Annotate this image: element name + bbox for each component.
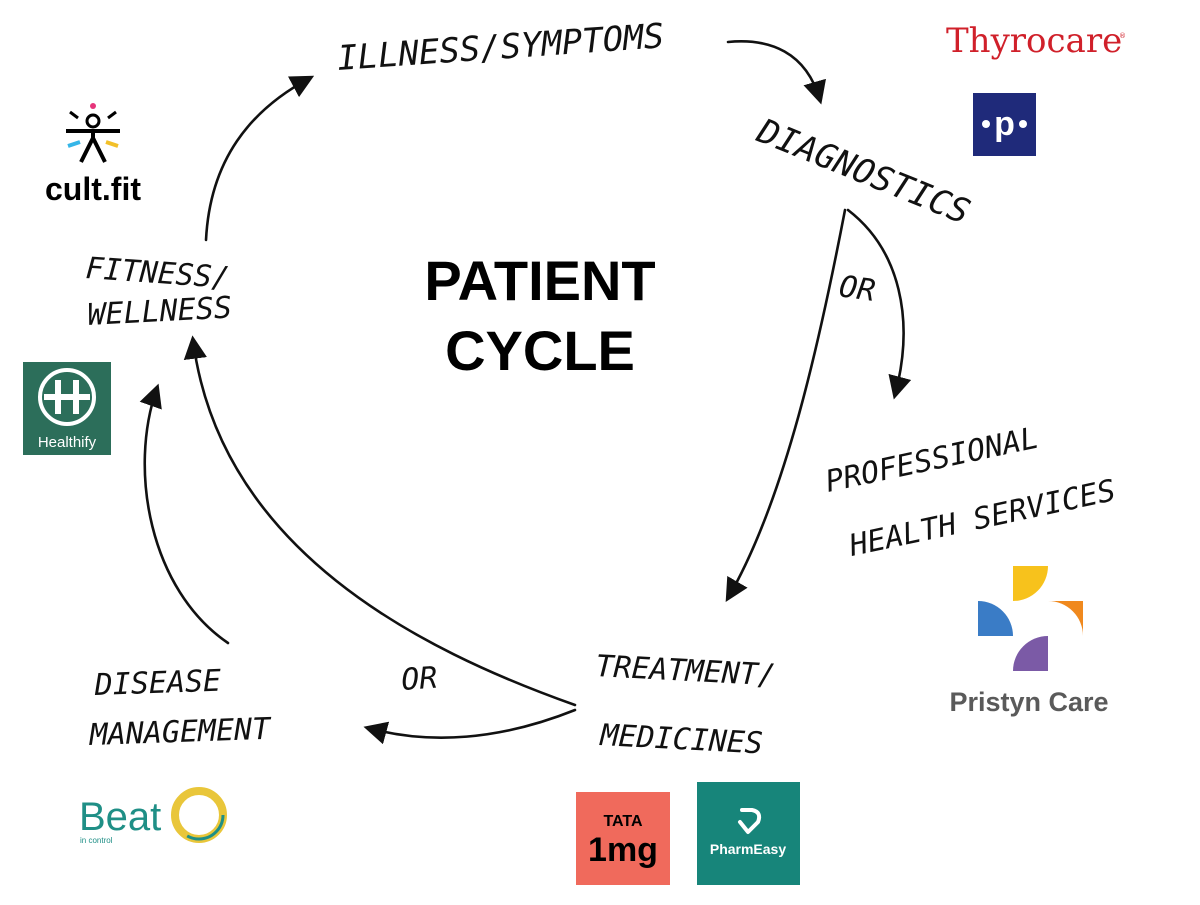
stage-fitness-label-line1: FITNESS/	[84, 251, 231, 296]
stage-disease-label-line1: DISEASE	[93, 664, 222, 703]
healthify-logo: Healthify	[23, 362, 111, 455]
pharmeasy-logo: PharmEasy	[697, 782, 800, 885]
pharmeasy-p-logo: p	[973, 93, 1036, 156]
healthify-wordmark: Healthify	[38, 434, 97, 451]
pristyn-care-logo: Pristyn Care	[949, 566, 1109, 717]
tata-1mg-logo: TATA 1mg	[576, 792, 670, 885]
or-label-diagnostics: OR	[837, 269, 878, 309]
arrow-diagnostics-to-treatment	[725, 208, 847, 603]
cultfit-logo: cult.fit	[45, 103, 141, 207]
pharmeasy-mark-icon	[738, 808, 762, 834]
onemg-wordmark: 1mg	[588, 831, 658, 869]
tata-wordmark: TATA	[603, 813, 643, 830]
healthify-h-icon	[38, 368, 96, 426]
svg-text:®: ®	[1119, 32, 1126, 40]
arrow-disease-to-fitness	[139, 383, 230, 645]
thyrocare-wordmark: Thyrocare	[946, 21, 1122, 61]
thyrocare-logo: Thyrocare ®	[946, 21, 1126, 61]
arrow-treatment-to-disease	[363, 708, 577, 745]
stage-illness-label: ILLNESS/SYMPTOMS	[336, 16, 666, 79]
cycle-title-line1: PATIENT	[424, 249, 655, 312]
pharmeasy-p-letter: p	[994, 105, 1015, 143]
arrow-treatment-to-fitness	[183, 335, 577, 707]
arrow-illness-to-diagnostics	[726, 40, 826, 105]
stage-diagnostics-label: DIAGNOSTICS	[751, 111, 976, 233]
arrow-diagnostics-to-professional	[846, 208, 912, 400]
or-label-treatment: OR	[400, 661, 438, 698]
stage-fitness-label-line2: WELLNESS	[87, 290, 233, 333]
pharmeasy-wordmark: PharmEasy	[710, 841, 786, 857]
beat-tagline: in control	[80, 836, 113, 845]
cultfit-head-icon	[85, 113, 101, 129]
cycle-title-line2: CYCLE	[445, 319, 635, 382]
pristyn-care-wordmark: Pristyn Care	[949, 687, 1108, 717]
cultfit-wordmark: cult.fit	[45, 171, 141, 207]
beat-logo: Beat in control	[79, 787, 227, 845]
stage-professional-label-line1: PROFESSIONAL	[822, 421, 1041, 500]
beat-wordmark: Beat	[79, 795, 161, 839]
stage-treatment-label-line2: MEDICINES	[599, 718, 764, 762]
stage-treatment-label-line1: TREATMENT/	[595, 649, 777, 693]
arrow-fitness-to-illness	[204, 75, 315, 242]
stage-disease-label-line2: MANAGEMENT	[88, 712, 273, 753]
